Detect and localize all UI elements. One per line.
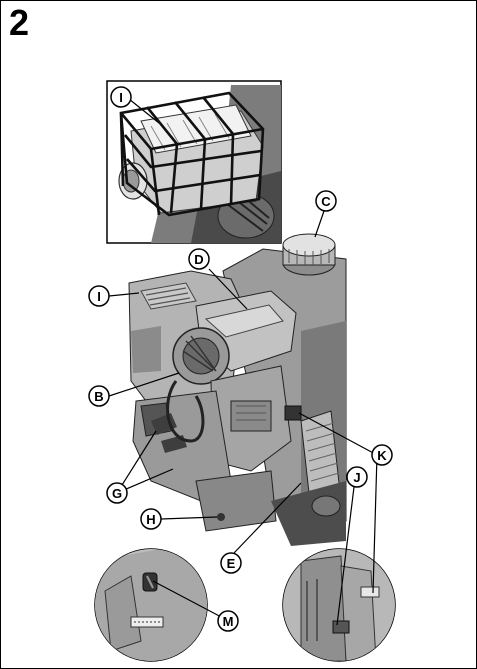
svg-text:E: E bbox=[227, 556, 236, 571]
detail-circle-m bbox=[94, 548, 208, 662]
svg-text:J: J bbox=[353, 470, 360, 485]
svg-text:K: K bbox=[377, 448, 387, 463]
svg-text:I: I bbox=[119, 90, 123, 105]
callout-i-inset: I bbox=[110, 86, 132, 108]
engine-main bbox=[128, 233, 347, 546]
callout-i-main: I bbox=[88, 285, 110, 307]
callout-e: E bbox=[220, 552, 242, 574]
callout-g: G bbox=[106, 482, 128, 504]
callout-d: D bbox=[188, 248, 210, 270]
svg-text:G: G bbox=[112, 486, 122, 501]
svg-text:C: C bbox=[321, 194, 331, 209]
callout-m: M bbox=[217, 610, 239, 632]
svg-text:M: M bbox=[223, 614, 234, 629]
svg-text:B: B bbox=[94, 389, 103, 404]
svg-text:H: H bbox=[146, 512, 155, 527]
svg-text:D: D bbox=[194, 252, 203, 267]
callout-h: H bbox=[140, 508, 162, 530]
callout-c: C bbox=[315, 190, 337, 212]
inset-air-filter bbox=[106, 80, 282, 244]
callout-j: J bbox=[346, 466, 368, 488]
figure-number: 2 bbox=[9, 2, 30, 43]
leader-lines bbox=[108, 98, 378, 626]
callout-b: B bbox=[88, 385, 110, 407]
svg-text:I: I bbox=[97, 289, 101, 304]
callout-k: K bbox=[371, 444, 393, 466]
